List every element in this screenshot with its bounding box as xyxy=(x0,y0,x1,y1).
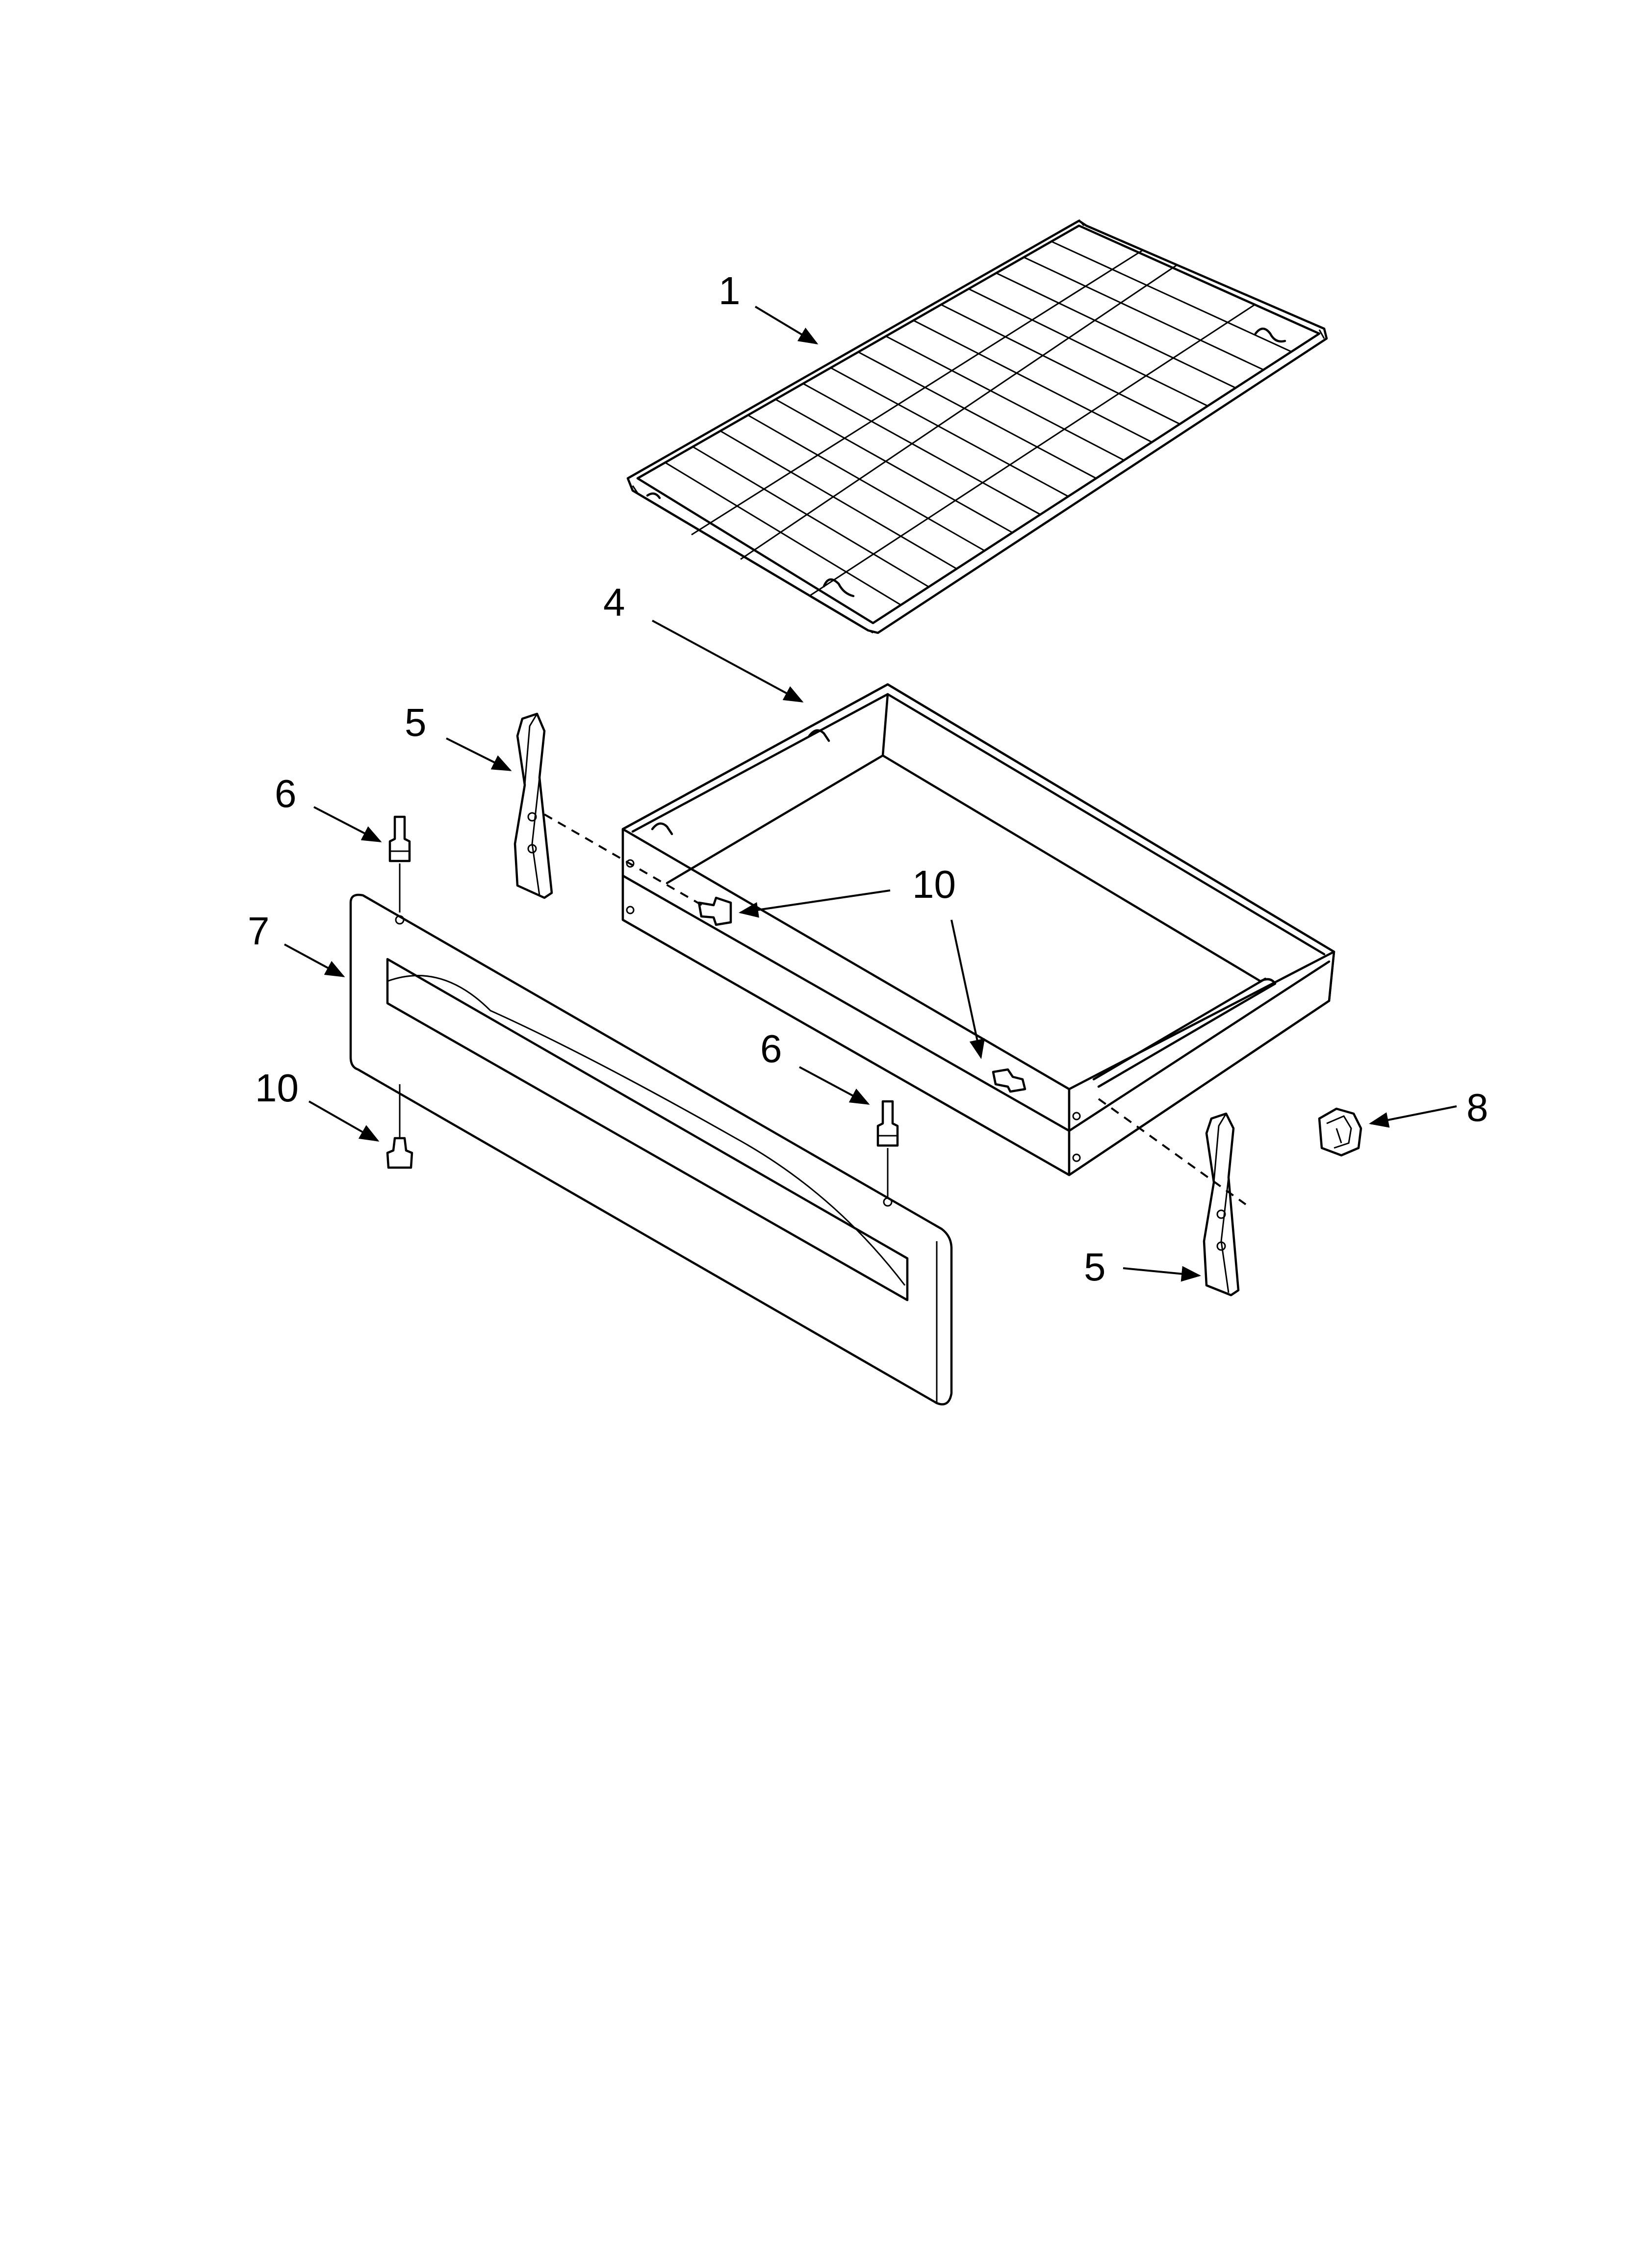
oven-rack xyxy=(626,219,1328,634)
rack-wire xyxy=(968,288,1208,407)
leader-6a xyxy=(313,806,382,842)
leader-5a xyxy=(446,737,512,771)
rack-wire xyxy=(830,367,1069,497)
stud-right xyxy=(876,1100,899,1197)
leader-7 xyxy=(284,943,345,977)
slide-bracket-left xyxy=(513,712,553,899)
leader-4 xyxy=(652,620,804,703)
rack-wire xyxy=(1051,240,1292,353)
rack-wire xyxy=(941,304,1180,425)
rack-wire xyxy=(996,272,1236,389)
rack-wire xyxy=(913,319,1153,443)
slide-bracket-right xyxy=(1203,1112,1240,1297)
callout-4: 4 xyxy=(603,580,625,624)
rack-wire xyxy=(665,462,901,606)
leader-8 xyxy=(1369,1105,1457,1128)
rack-wire xyxy=(885,335,1125,461)
rack-wire xyxy=(802,383,1041,516)
drawer-front-panel xyxy=(349,893,953,1406)
callout-1: 1 xyxy=(718,269,741,313)
callout-6-right: 6 xyxy=(760,1027,782,1070)
callout-6-left: 6 xyxy=(275,772,297,815)
callout-8: 8 xyxy=(1466,1086,1488,1129)
rack-wire xyxy=(747,414,985,551)
rack-wire xyxy=(775,398,1013,533)
rack-wire xyxy=(1023,257,1264,371)
drawer-body xyxy=(621,683,1335,1176)
screw-slide-right xyxy=(992,1068,1026,1093)
screw-panel-bottom xyxy=(386,1084,413,1169)
callout-7: 7 xyxy=(248,909,270,953)
leader-5b xyxy=(1123,1266,1201,1282)
stud-left xyxy=(388,815,411,912)
rack-wire xyxy=(719,430,957,570)
leader-10a-right xyxy=(950,919,985,1059)
callout-10-left: 10 xyxy=(255,1066,299,1110)
rack-wire xyxy=(858,351,1097,479)
rack-bars xyxy=(665,240,1292,606)
callout-10-center: 10 xyxy=(912,862,956,906)
callout-5-left: 5 xyxy=(405,701,427,744)
callout-5-right: 5 xyxy=(1084,1245,1106,1289)
rack-wire xyxy=(692,446,929,588)
leader-1 xyxy=(754,306,819,345)
screw-slide-left xyxy=(697,896,732,926)
drawer-clip xyxy=(1318,1107,1362,1157)
leader-6b xyxy=(799,1066,870,1105)
leader-10a-left xyxy=(739,889,891,918)
leader-10b xyxy=(308,1100,380,1142)
